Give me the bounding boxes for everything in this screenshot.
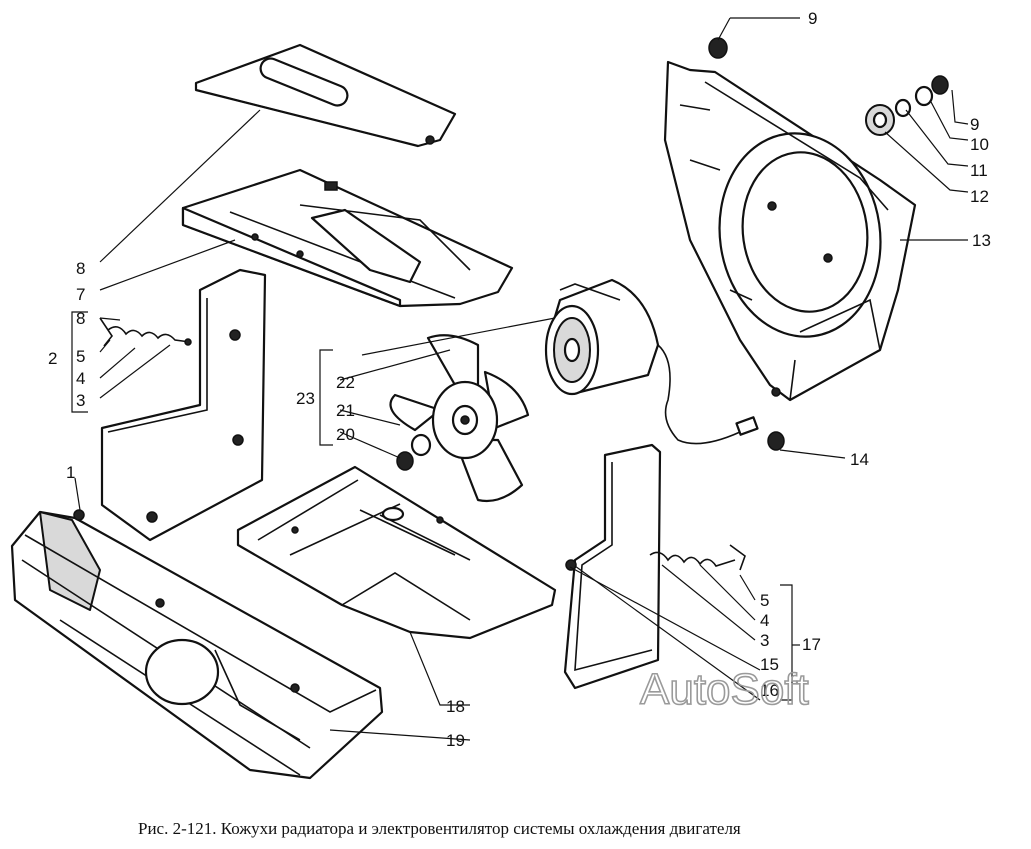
label-11: 11 <box>970 161 988 180</box>
label-14: 14 <box>850 450 869 469</box>
label-21: 21 <box>336 401 355 420</box>
label-4-right: 4 <box>760 611 769 630</box>
label-5-right: 5 <box>760 591 769 610</box>
label-3-left: 3 <box>76 391 85 410</box>
label-19: 19 <box>446 731 465 750</box>
label-16: 16 <box>760 681 779 700</box>
label-2: 2 <box>48 349 57 368</box>
label-5-left: 5 <box>76 347 85 366</box>
label-1: 1 <box>66 463 75 482</box>
label-8-top: 8 <box>76 259 85 278</box>
figure-caption: Рис. 2-121. Кожухи радиатора и электрове… <box>138 819 741 838</box>
nut-washer <box>396 433 432 471</box>
top-cover-plate <box>194 43 457 148</box>
label-23: 23 <box>296 389 315 408</box>
label-22: 22 <box>336 373 355 392</box>
label-10: 10 <box>970 135 989 154</box>
label-9-top: 9 <box>808 9 817 28</box>
label-9-right: 9 <box>970 115 979 134</box>
right-side-baffle <box>563 443 746 690</box>
label-3-right: 3 <box>760 631 769 650</box>
label-20: 20 <box>336 425 355 444</box>
lower-shroud <box>236 465 557 640</box>
watermark: AutoSoft <box>640 665 809 714</box>
label-18: 18 <box>446 697 465 716</box>
fan-impeller <box>389 334 530 503</box>
label-7: 7 <box>76 285 85 304</box>
part-labels: 9 9 10 11 12 13 14 8 7 1 2 8 5 4 3 23 22… <box>48 9 991 750</box>
label-13: 13 <box>972 231 991 250</box>
fastener-stack <box>708 37 949 451</box>
left-screw-assembly <box>99 317 192 347</box>
lower-front-shroud <box>10 509 384 780</box>
left-side-baffle <box>100 268 267 542</box>
label-15: 15 <box>760 655 779 674</box>
fan-shroud <box>663 60 917 402</box>
label-4-left: 4 <box>76 369 85 388</box>
label-8-left: 8 <box>76 309 85 328</box>
electric-motor <box>544 278 759 445</box>
label-12: 12 <box>970 187 989 206</box>
upper-shroud <box>181 168 514 308</box>
leader-lines <box>71 17 969 741</box>
label-17: 17 <box>802 635 821 654</box>
